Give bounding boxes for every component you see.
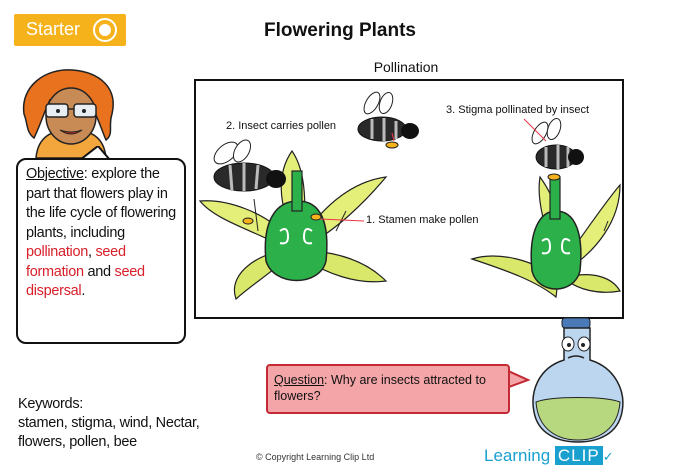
logo-learning: Learning — [484, 446, 551, 465]
keywords-line-1: stamen, stigma, wind, Nectar, — [18, 415, 200, 431]
objective-separator: and — [83, 263, 115, 280]
copyright-text: © Copyright Learning Clip Ltd — [256, 452, 375, 462]
label-stigma-pollinated: 3. Stigma pollinated by insect — [446, 104, 590, 116]
learning-clip-logo: Learning CLIP✓ — [484, 446, 614, 466]
question-text: : Why are insects attracted to flowers? — [274, 373, 486, 403]
left-bee-illustration — [213, 139, 286, 192]
question-bubble: Question: Why are insects attracted to f… — [266, 364, 510, 414]
keywords-line-2: flowers, pollen, bee — [18, 434, 137, 450]
keyword-seed-formation: seed formation — [26, 244, 126, 280]
logo-check-icon: ✓ — [602, 449, 614, 464]
diagram-title: Pollination — [373, 59, 439, 75]
sun-icon — [93, 18, 117, 42]
objective-bubble: Objective: explore the part that flowers… — [16, 158, 186, 344]
label-stamen-make-pollen: 1. Stamen make pollen — [366, 214, 479, 226]
question-heading: Question — [274, 373, 325, 387]
objective-text: : explore the part that flowers play in … — [26, 166, 176, 241]
flask-character-illustration — [532, 317, 624, 443]
pollination-diagram: 2. Insect carries pollen 3. Stigma polli… — [194, 79, 624, 319]
right-bee-illustration — [531, 117, 584, 170]
page-title: Flowering Plants — [263, 20, 417, 41]
keywords-heading: Keywords: — [18, 396, 83, 412]
logo-clip: CLIP — [554, 446, 603, 465]
teacher-character-illustration — [22, 69, 114, 159]
starter-tab: Starter — [14, 14, 126, 46]
objective-heading: Objective — [26, 166, 84, 182]
starter-label: Starter — [26, 19, 81, 39]
label-insect-carries-pollen: 2. Insect carries pollen — [226, 120, 337, 132]
objective-separator: , — [88, 244, 96, 260]
keyword-seed-dispersal: seed dispersal — [26, 263, 145, 300]
middle-bee-illustration — [357, 91, 419, 149]
objective-end: . — [81, 283, 86, 299]
keywords-block: Keywords: stamen, stigma, wind, Nectar, … — [18, 395, 200, 452]
keyword-pollination: pollination — [26, 244, 88, 260]
right-flower-illustration — [470, 173, 621, 299]
left-flower-illustration — [198, 149, 388, 301]
